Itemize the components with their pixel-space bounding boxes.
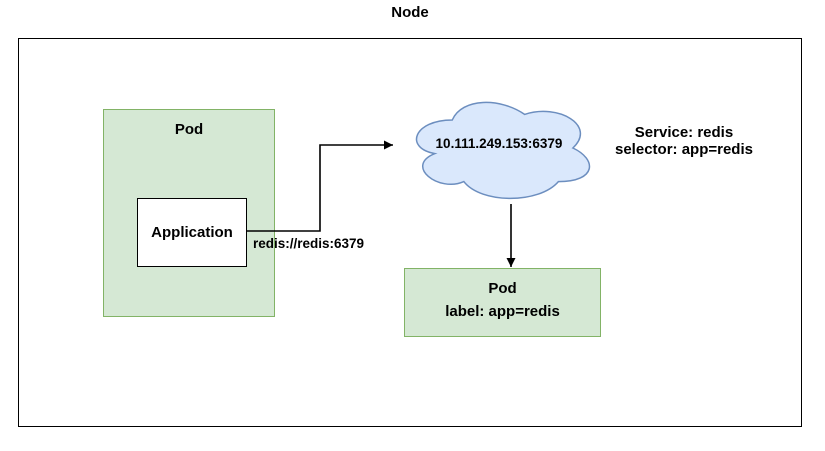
pod-application-label: Pod — [174, 121, 204, 138]
pod-redis-box: Pod label: app=redis — [404, 268, 601, 337]
service-endpoint-label: 10.111.249.153:6379 — [435, 136, 563, 151]
service-annotation: Service: redis selector: app=redis — [594, 124, 774, 158]
pod-redis-selector-label: label: app=redis — [445, 303, 560, 320]
service-name-line: Service: redis — [634, 124, 734, 141]
application-label: Application — [151, 224, 233, 241]
connection-string-label: redis://redis:6379 — [253, 236, 365, 251]
pod-redis-label: Pod — [488, 280, 517, 297]
service-selector-line: selector: app=redis — [615, 141, 753, 158]
application-box: Application — [137, 198, 247, 267]
node-title: Node — [391, 4, 429, 21]
